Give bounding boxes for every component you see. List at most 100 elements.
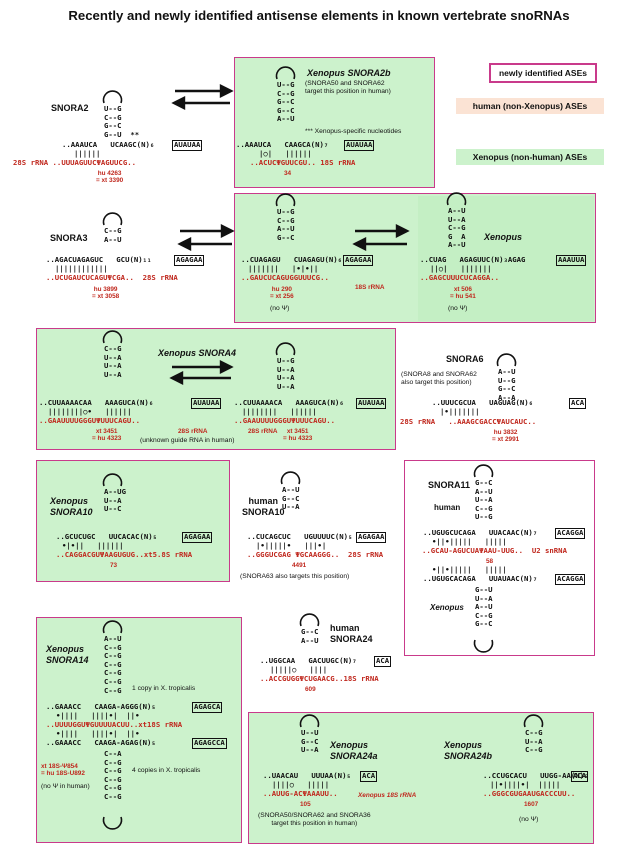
snora14-box2: AGAGCCA [192,738,227,749]
snora14-name: Xenopus SNORA14 [46,644,89,665]
snora2-seq: ..AAAUCA UCAAGC(N)₆ [62,140,155,149]
snora4-name: Xenopus SNORA4 [158,348,237,358]
snora4-left-seq: ..CUUAAAACAA AAAGUCA(N)₆ [39,398,154,407]
snora11-bottom-seq: ..UGUGCACAGA UUAUAAC(N)₇ [423,574,538,583]
snora14-pairs1: •|||| ||||•| ||• [56,711,140,720]
snora6-rrna: 28S rRNA ..AAAGCGACCΨAUCAUC.. [400,417,537,426]
snora10-xenopus-stem: A--UG U--A U--C [104,487,126,514]
snora3-mid-seq: ..CUAGAGU CUAGAGU(N)₆ [241,255,343,264]
snora11-bottom-box: ACAGGA [555,574,586,585]
snora10-xenopus-pairs: •|•|| |||||| [62,541,124,550]
snora11-position: 58 [486,558,494,565]
snora24a-seq: ..UAACAU UUUAA(N)₅ [263,771,351,780]
snora24a-stem: U--U G--C U--A [301,728,319,755]
snora10-human-name: human SNORA10 [242,496,285,517]
snora11-top-pairs: •||•||||| ||||| [432,537,507,546]
snora11-human-label: human [434,503,461,512]
panel-xenopus-snora4 [36,328,396,450]
snora2b-seq: ..AAAUCA CAAGCA(N)₇ [236,140,329,149]
snora4-left-position: xt 3451 = hu 4323 [92,428,122,443]
snora14-stem-top: A--U C--G C--G C--G C--G C--G C--G [104,634,122,695]
stem-loop-icon [473,464,494,478]
snora24-stem: G--C A--U [301,627,319,645]
snora10-xenopus-name: Xenopus SNORA10 [50,496,93,517]
snora24a-pairs: ||||○ ||||| [272,780,330,789]
panel-xenopus-snora10 [36,460,230,582]
snora14-seq2: ..GAAACC CAAGA-AGAG(N)₅ [46,738,156,747]
snora24b-pairs: ||•||||•| ||||| [490,780,561,789]
snora3-xenopus-seq: ..CUAG AGAGUUC(N)₃AGAG [420,255,526,264]
snora3-mid-box: AGAGAA [343,255,374,266]
snora10-human-position: 4491 [292,562,307,569]
snora14-seq1: ..GAAACC CAAGA-AGGG(N)₅ [46,702,156,711]
snora10-xenopus-seq: ..GCUCUGC UUCACAC(N)₅ [56,532,158,541]
snora11-bottom-pairs: •||•||||| ||||| [432,565,507,574]
snora11-top-stem: G--C A--U U--A C--G U--G [475,478,493,522]
legend-newly-identified: newly identified ASEs [489,63,597,83]
snora3-xenopus-rrna: ..GAGCUUUCUCAGGA.. [420,273,500,282]
snora3-xenopus-position: xt 506 = hu 541 [450,286,476,301]
snora11-bottom-stem: G--U U--A A--U C--G G--C [475,585,493,629]
snora3-seq: ..AGACUAGAGUC GCU(N)₁₁ [46,255,152,264]
snora6-name: SNORA6 [446,354,484,364]
snora3-mid-stem: U--G C--G A--U G--C [277,207,295,242]
panel-snora24ab [248,712,594,844]
panel-xenopus-snora14 [36,617,242,843]
panel-snora11 [404,460,595,656]
snora2b-note: (SNORA50 and SNORA62 target this positio… [305,80,391,95]
snora24-seq: ..UGGCAA GACUUGC(N)₇ [260,656,357,665]
snora2b-rrna: ..ACUCΨGUUCGU.. 18S rRNA [250,158,356,167]
snora3-pairs: |||||||||||| [55,264,108,273]
snora10-xenopus-rrna: ..CAGGACGUΨAAGUGUG..xt5.8S rRNA [56,550,193,559]
snora10-human-stem: A--U G--C U--A [282,485,300,512]
snora14-position: xt 18S-Ψ854 = hu 18S-U892 [41,763,85,778]
snora24b-position: 1607 [524,801,539,808]
stem-loop-icon [102,620,123,634]
snora24b-psi: (no Ψ) [519,816,539,823]
snora11-top-seq: ..UGUGCUCAGA UUACAAC(N)₇ [423,528,538,537]
snora3-xenopus-psi: (no Ψ) [448,305,468,312]
snora6-seq: ..UUUCGCUA UAGUAG(N)₆ [432,398,534,407]
snora4-right-rrna-label: 28S rRNA [248,428,278,435]
snora4-left-rrna-label: 28S rRNA [178,428,208,435]
snora3-mid-pairs: ||||||| |•|•|| [248,264,319,273]
snora24-position: 609 [305,686,316,693]
snora10-human-seq: ..CUCAGCUC UGUUUUC(N)₅ [247,532,353,541]
snora2b-position: 34 [284,170,292,177]
snora24a-note: (SNORA50/SNORA62 and SNORA36 target this… [258,812,371,827]
stem-loop-icon [299,613,320,627]
snora14-copy4: 4 copies in X. tropicalis [132,767,201,774]
legend-human: human (non-Xenopus) ASEs [456,98,604,114]
snora2b-box: AUAUAA [344,140,375,151]
snora3-xenopus-stem: A--U U--A C--G G A A--U [448,206,466,250]
snora24-rrna: ..ACCGUGGΨCUGAACG..18S rRNA [260,674,379,683]
snora6-pairs: |•||||||| [440,407,480,416]
snora3-stem: C--G A--U [104,226,122,244]
snora6-position: hu 3832 = xt 2991 [492,429,520,444]
snora3-xenopus-box: AAAUUA [556,255,587,266]
snora3-mid-rrna: ..GAUCUCAGUGGUUUCG.. [241,273,329,282]
snora24b-name: Xenopus SNORA24b [444,740,493,761]
stem-loop-icon [496,353,517,367]
figure-title: Recently and newly identified antisense … [68,8,570,23]
snora24-name: human SNORA24 [330,623,373,644]
snora3-xenopus-name: Xenopus [484,232,523,242]
snora11-top-box: ACAGGA [555,528,586,539]
snora4-left-stem: C--G U--A U--A U--A [104,344,122,379]
snora4-right-pairs: |||||||| |||||| [242,407,317,416]
snora2-rrna: 28S rRNA ..UUUAGUUCΨAGUUCG.. [13,158,137,167]
snora10-human-pairs: |•|||||• |||•| [256,541,327,550]
snora14-rrna: ..UUUUGGUΨGUUUUACUU..xt18S rRNA [46,720,183,729]
snora3-xenopus-pairs: ||○| ||||||| [430,264,492,273]
snora10-xenopus-box: AGAGAA [182,532,213,543]
snora11-rrna: ..GCAU-AGUCUAΨAAU-UUG.. U2 snRNA [422,546,567,555]
snora4-left-pairs: ||||||||○• |||||| [48,407,132,416]
snora24b-seq: ..CCUGCACU UUGG-AA(N)₅ [483,771,589,780]
snora2b-stars: *** Xenopus-specific nucleotides [305,128,402,135]
snora2-name: SNORA2 [51,103,89,113]
snora24-box: ACA [374,656,392,667]
snora2-stem: U--G C--G G--C G--U ** [104,104,140,139]
snora2b-stem: U--G C--G G--C G--C A--U [277,80,295,124]
snora24a-name: Xenopus SNORA24a [330,740,378,761]
snora4-right-position: xt 3451 = hu 4323 [283,428,313,443]
